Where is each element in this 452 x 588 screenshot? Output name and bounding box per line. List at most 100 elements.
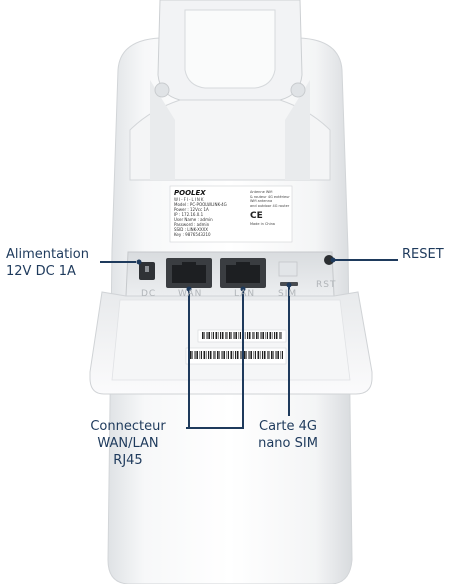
barcode-bar <box>252 332 253 339</box>
port-label-dc: DC <box>141 289 157 299</box>
callout-power: Alimentation 12V DC 1A <box>6 246 89 280</box>
callout-connector-line3: RJ45 <box>113 453 143 468</box>
barcode-bar <box>233 332 235 339</box>
sub-brand: WI-FI-LINK <box>174 197 205 202</box>
barcode-bar <box>280 332 282 339</box>
barcode-bar <box>239 332 241 339</box>
barcode-bar <box>246 351 247 359</box>
barcode-bar <box>235 351 237 359</box>
barcode-bar <box>200 351 202 359</box>
barcode-bar <box>271 351 273 359</box>
barcode-bar <box>279 332 280 339</box>
barcode-bar <box>217 351 219 359</box>
ce-mark: CE <box>250 211 263 221</box>
barcode-bar <box>235 332 237 339</box>
callout-connector: Connecteur WAN/LAN RJ45 <box>72 418 184 469</box>
barcode-bar <box>208 332 210 339</box>
barcode-bar <box>194 351 196 359</box>
barcode-bar <box>274 332 276 339</box>
barcode-bar <box>263 351 266 359</box>
barcode-bar <box>253 351 255 359</box>
barcode-bar <box>227 351 229 359</box>
barcode-bar <box>248 332 251 339</box>
barcode-bar <box>277 351 279 359</box>
barcode-bar <box>208 351 210 359</box>
barcode-bar <box>273 351 274 359</box>
barcode-bar <box>238 332 240 339</box>
callout-sim-line1: Carte 4G <box>259 419 317 434</box>
reset-button <box>324 255 334 265</box>
barcode-bar <box>229 332 231 339</box>
mounting-bracket <box>129 0 331 181</box>
barcode-bar <box>254 351 256 359</box>
label-desc-1: Antenne Wifi <box>250 190 273 194</box>
port-label-rst: RST <box>316 280 337 290</box>
barcode-bar <box>281 351 283 359</box>
barcode-bar <box>241 351 243 359</box>
label-desc-4: and outdoor 4G router <box>250 203 290 208</box>
barcode-bar <box>190 351 192 359</box>
barcode-bar <box>219 351 220 359</box>
label-ssid: SSID : LINK-XXXX <box>174 227 209 232</box>
barcode-bar <box>269 332 272 339</box>
callout-lines <box>100 257 398 429</box>
barcode-bar <box>221 332 224 339</box>
callout-sim: Carte 4G nano SIM <box>246 418 330 452</box>
barcode-bar <box>202 332 204 339</box>
sim-slot <box>278 261 298 277</box>
barcode-bar <box>220 332 222 339</box>
label-password: Password : admin <box>174 222 210 227</box>
label-key: Key : 9876543210 <box>174 232 211 237</box>
barcode-bar <box>266 332 268 339</box>
callout-power-line2: 12V DC 1A <box>6 264 76 279</box>
callout-connector-line1: Connecteur <box>90 419 166 434</box>
barcode-bar <box>275 332 278 339</box>
label-desc-3: Wifi antenna <box>250 199 273 203</box>
label-user: User Name : admin <box>174 217 213 222</box>
callout-reset-line1: RESET <box>402 247 444 262</box>
barcode-bar <box>232 351 234 359</box>
barcode-bar <box>259 351 261 359</box>
barcode-bar <box>204 332 205 339</box>
barcode-bar <box>236 351 239 359</box>
barcode-bar <box>211 332 213 339</box>
port-bay <box>125 251 335 297</box>
barcode-bar <box>262 332 264 339</box>
brand-logo: POOLEX <box>174 189 206 197</box>
barcode-bar <box>271 332 273 339</box>
barcode-bar <box>226 332 228 339</box>
barcode-bar <box>214 351 216 359</box>
label-made-in: Made in China <box>250 222 275 226</box>
barcode-bar <box>280 351 282 359</box>
barcode-bar <box>268 351 270 359</box>
barcode-bar <box>240 351 241 359</box>
label-ip: IP : 172.16.0.1 <box>174 212 204 217</box>
barcode-bar <box>257 351 260 359</box>
port-label-wan: WAN <box>178 289 203 299</box>
callout-power-line1: Alimentation <box>6 247 89 262</box>
barcode-bar <box>247 332 249 339</box>
barcode-lines <box>190 351 283 359</box>
barcode-bar <box>205 351 207 359</box>
barcode-bar <box>244 351 246 359</box>
barcode-bar <box>267 351 268 359</box>
barcode-bar <box>253 332 255 339</box>
callout-sim-line2: nano SIM <box>258 436 318 451</box>
barcode-bar <box>212 332 214 339</box>
barcode-bar <box>231 332 232 339</box>
barcode-bar <box>206 332 208 339</box>
port-label-lan: LAN <box>234 289 256 299</box>
barcode-bar <box>244 332 246 339</box>
label-power: Power : 12Vcc 1A <box>174 207 209 212</box>
barcode-bar <box>275 351 277 359</box>
product-label-text: POOLEX WI-FI-LINK Model : PC-POOLWLINK-4… <box>174 189 292 237</box>
barcode-bar <box>260 332 262 339</box>
callout-connector-line2: WAN/LAN <box>97 436 159 451</box>
barcode-bar <box>217 332 219 339</box>
barcode-bar <box>248 351 250 359</box>
barcode-bar <box>203 351 206 359</box>
port-label-sim: SIM <box>278 289 298 299</box>
label-model: Model : PC-POOLWLINK-4G <box>174 202 227 207</box>
barcode-bar <box>250 351 252 359</box>
